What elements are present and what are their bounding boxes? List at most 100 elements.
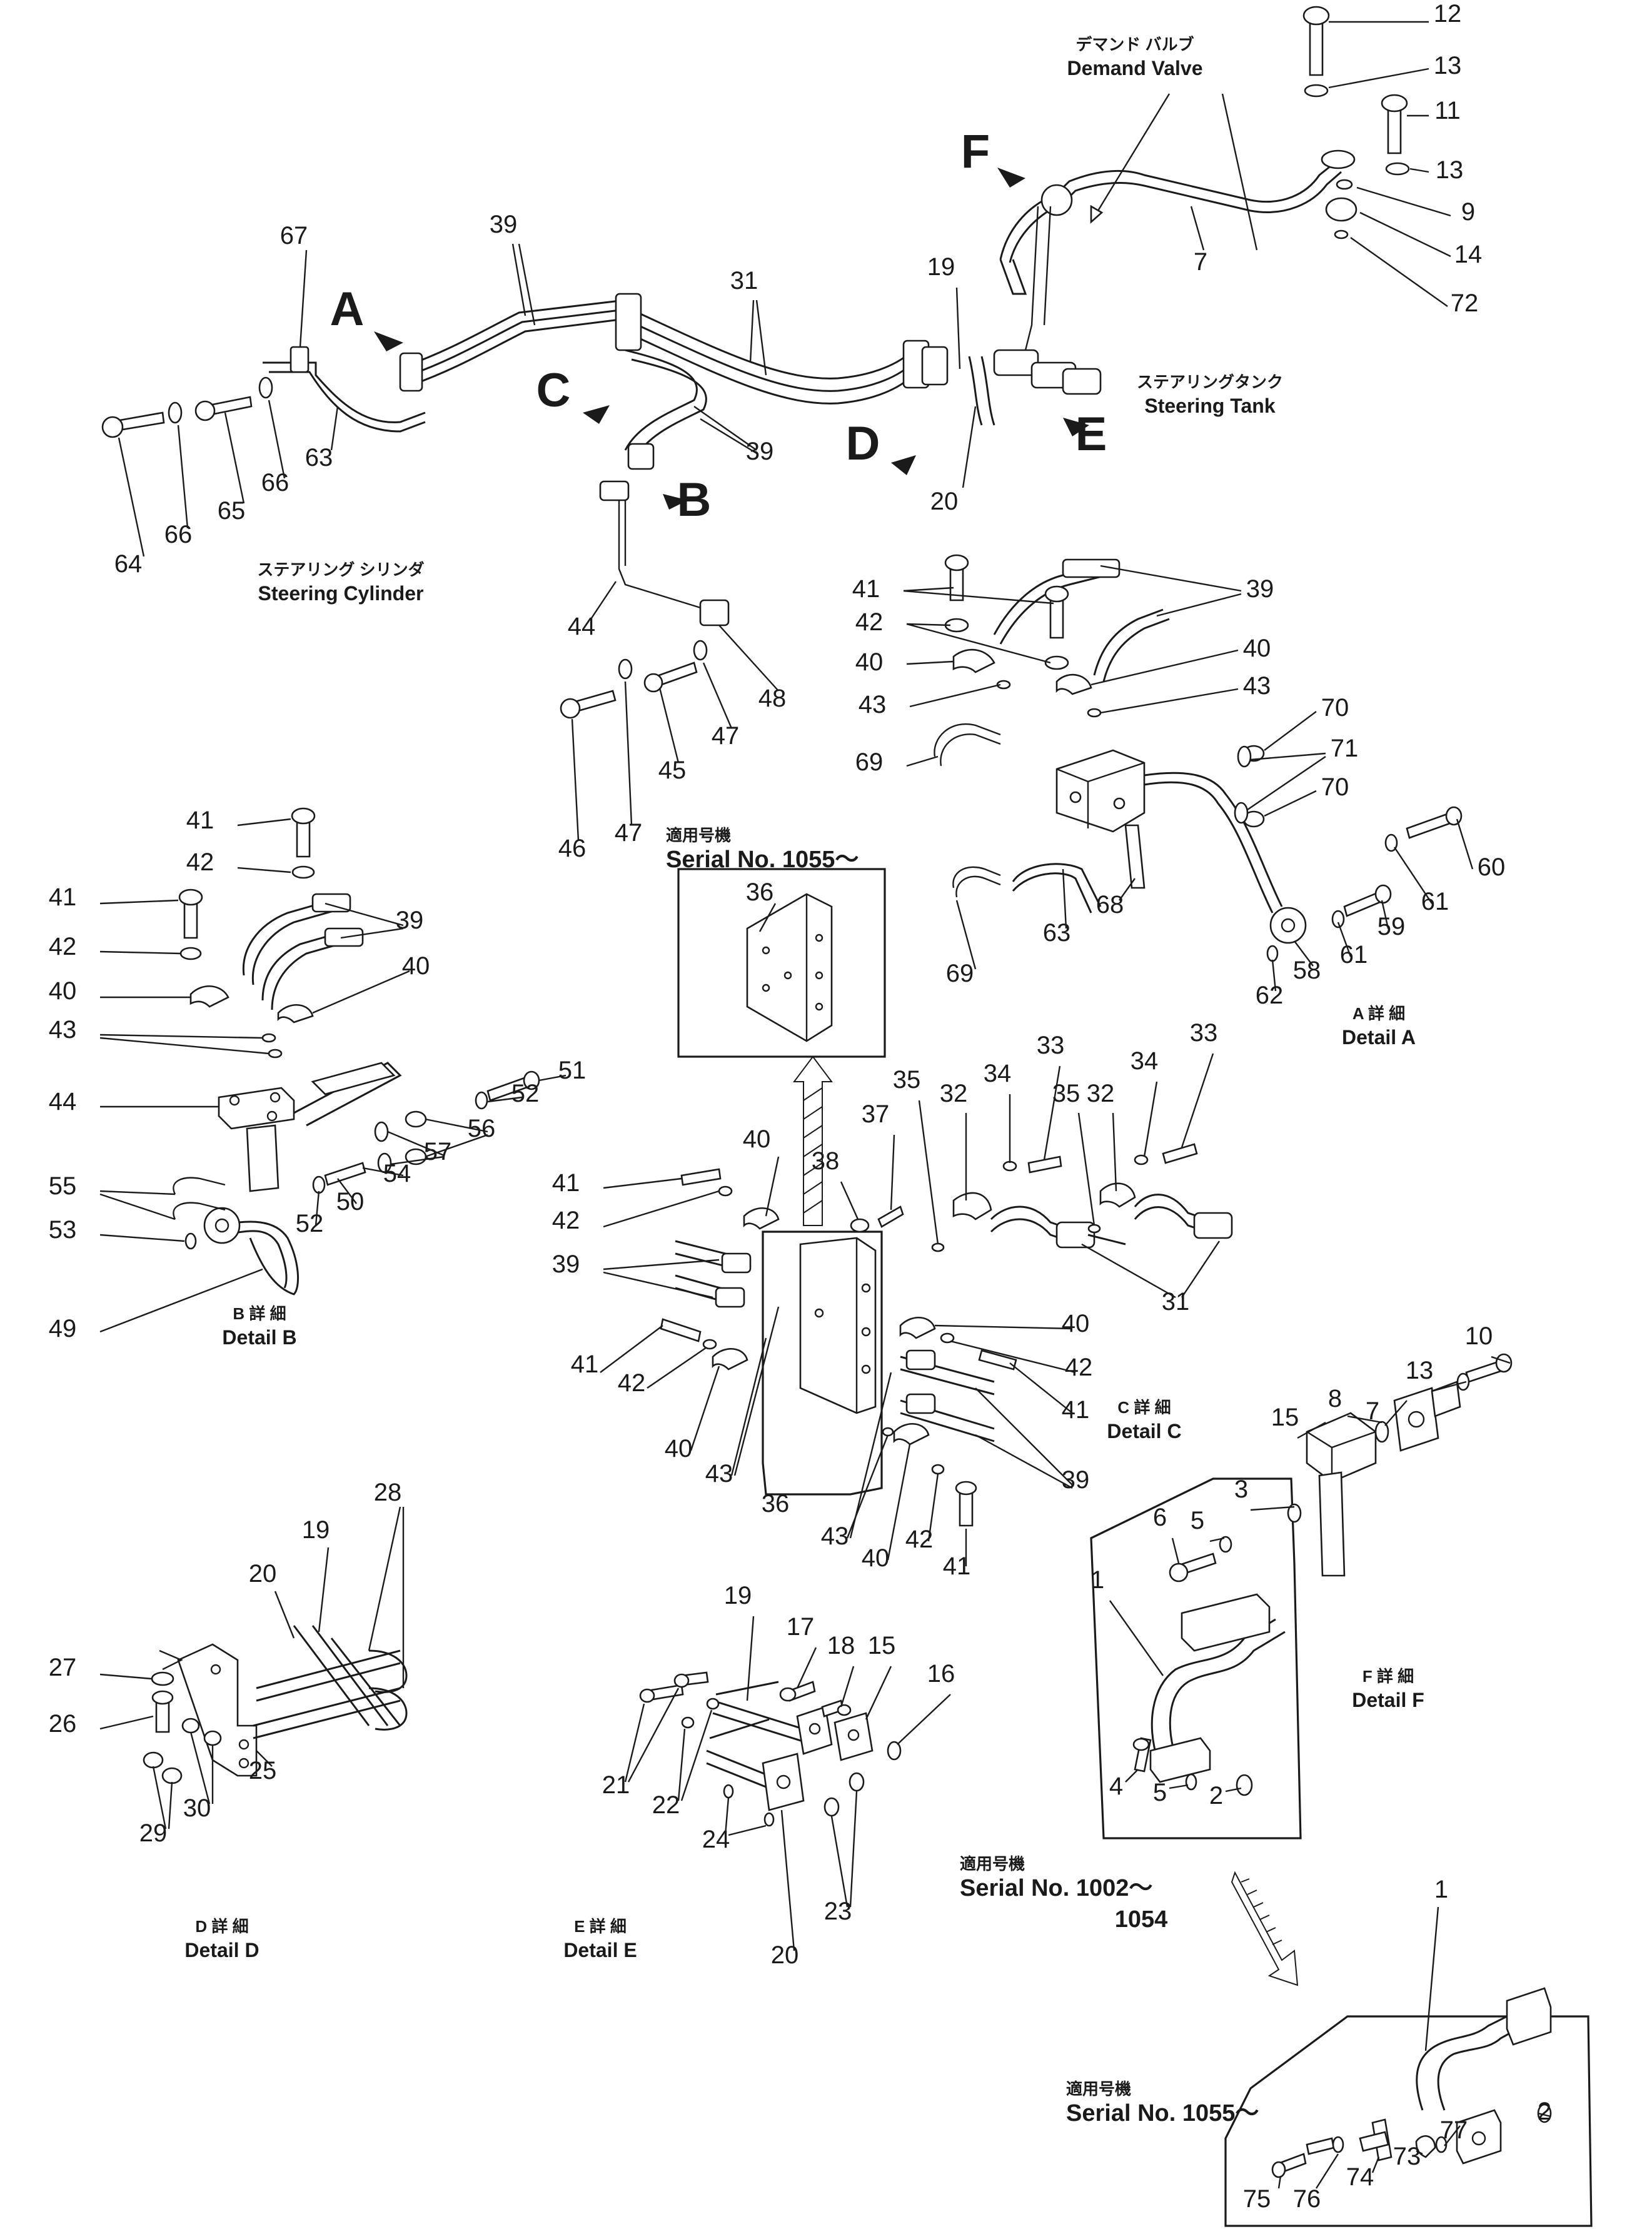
part-number-41: 41 (571, 1351, 599, 1378)
part-number-44: 44 (49, 1088, 77, 1115)
part-number-43: 43 (705, 1460, 733, 1487)
part-number-43: 43 (49, 1016, 77, 1044)
serial-1055-bottom-arrow (1231, 1871, 1299, 1986)
part-number-20: 20 (771, 1941, 799, 1969)
part-number-41: 41 (552, 1169, 580, 1197)
part-number-19: 19 (302, 1516, 330, 1544)
detail-e-caption: Detail E (563, 1939, 637, 1961)
part-number-61: 61 (1421, 888, 1449, 915)
detail-e-drawing (639, 1671, 902, 1827)
detail-c-jp-caption: C 詳 細 (1117, 1398, 1171, 1417)
part-number-39: 39 (552, 1250, 580, 1278)
part-number-68: 68 (1096, 891, 1124, 918)
part-number-70: 70 (1321, 773, 1349, 801)
detail-d-caption: Detail D (184, 1939, 259, 1961)
part-number-15: 15 (1271, 1404, 1299, 1431)
detail-c-drawing (660, 1055, 1233, 1527)
serial-captions: 適用号機 Serial No. 1055～ 適用号機 Serial No. 1002～… (666, 826, 1259, 2126)
part-number-34: 34 (984, 1060, 1012, 1087)
callout-f: F (961, 125, 990, 178)
part-number-50: 50 (336, 1188, 365, 1215)
part-number-22: 22 (652, 1791, 680, 1819)
part-number-12: 12 (1434, 0, 1462, 28)
part-number-40: 40 (1062, 1310, 1090, 1337)
part-number-67: 67 (280, 222, 308, 249)
part-number-7: 7 (1194, 248, 1207, 276)
part-number-47: 47 (712, 722, 740, 750)
part-number-46: 46 (558, 835, 587, 862)
part-number-71: 71 (1331, 735, 1359, 762)
detail-f-drawing (1090, 1353, 1513, 1839)
part-number-42: 42 (618, 1369, 646, 1397)
part-number-74: 74 (1346, 2163, 1374, 2191)
part-number-40: 40 (665, 1435, 693, 1462)
serial-1002-caption: Serial No. 1002～ (960, 1875, 1152, 1901)
part-number-2: 2 (1538, 2098, 1551, 2125)
part-number-48: 48 (758, 685, 787, 712)
part-number-15: 15 (868, 1632, 896, 1659)
part-number-14: 14 (1454, 241, 1483, 268)
part-number-19: 19 (927, 253, 955, 281)
callout-e: E (1075, 408, 1107, 461)
part-number-39: 39 (1246, 575, 1274, 603)
part-number-17: 17 (787, 1613, 815, 1641)
serial-1055-top-caption: Serial No. 1055～ (666, 847, 859, 873)
serial-1055-bottom-caption: Serial No. 1055～ (1066, 2100, 1259, 2126)
part-number-42: 42 (186, 848, 214, 876)
part-number-40: 40 (855, 648, 884, 676)
part-number-40: 40 (49, 977, 77, 1005)
demand-valve-label: Demand Valve (1067, 57, 1203, 79)
detail-f-caption: Detail F (1352, 1689, 1424, 1711)
part-number-42: 42 (905, 1526, 934, 1553)
part-number-69: 69 (946, 960, 974, 987)
part-number-62: 62 (1256, 982, 1284, 1009)
part-number-75: 75 (1243, 2185, 1271, 2213)
part-number-32: 32 (1087, 1080, 1115, 1107)
part-number-42: 42 (552, 1207, 580, 1234)
detail-a-drawing (934, 554, 1463, 962)
part-number-20: 20 (249, 1560, 277, 1587)
detail-b-jp-caption: B 詳 細 (233, 1304, 286, 1323)
part-number-30: 30 (183, 1794, 211, 1822)
steering-cylinder-label: Steering Cylinder (258, 582, 424, 605)
part-number-1: 1 (1434, 1876, 1448, 1903)
part-number-2: 2 (1209, 1782, 1223, 1809)
part-number-13: 13 (1434, 52, 1462, 79)
detail-e-jp-caption: E 詳 細 (574, 1917, 627, 1936)
detail-f-jp-caption: F 詳 細 (1362, 1667, 1414, 1686)
part-number-49: 49 (49, 1315, 77, 1342)
part-number-53: 53 (49, 1216, 77, 1244)
part-number-43: 43 (1243, 672, 1271, 700)
part-number-54: 54 (383, 1160, 411, 1187)
part-number-39: 39 (1062, 1466, 1090, 1494)
part-number-11: 11 (1434, 97, 1461, 124)
serial-1002-jp-caption: 適用号機 (960, 1854, 1025, 1873)
part-number-33: 33 (1190, 1019, 1218, 1047)
part-number-70: 70 (1321, 694, 1349, 722)
part-number-27: 27 (49, 1654, 77, 1681)
part-number-26: 26 (49, 1710, 77, 1738)
part-number-39: 39 (746, 438, 774, 465)
detail-b-drawing (173, 807, 540, 1296)
part-number-42: 42 (855, 608, 884, 636)
part-number-63: 63 (1043, 919, 1071, 947)
serial-1055-bottom-jp-caption: 適用号機 (1066, 2080, 1131, 2098)
part-number-69: 69 (855, 748, 884, 776)
overview-leaders (118, 21, 1451, 842)
part-number-41: 41 (943, 1552, 971, 1580)
part-number-66: 66 (261, 469, 290, 496)
part-number-35: 35 (1052, 1080, 1080, 1107)
part-number-38: 38 (812, 1147, 840, 1175)
serial-1055-bottom-leaders (1277, 1906, 1551, 2189)
part-number-36: 36 (762, 1490, 790, 1517)
part-number-5: 5 (1153, 1779, 1167, 1806)
part-number-35: 35 (893, 1066, 921, 1094)
part-number-23: 23 (824, 1898, 852, 1925)
part-number-34: 34 (1131, 1047, 1159, 1075)
part-number-24: 24 (702, 1826, 730, 1853)
part-number-40: 40 (1243, 635, 1271, 662)
part-number-61: 61 (1340, 941, 1368, 969)
